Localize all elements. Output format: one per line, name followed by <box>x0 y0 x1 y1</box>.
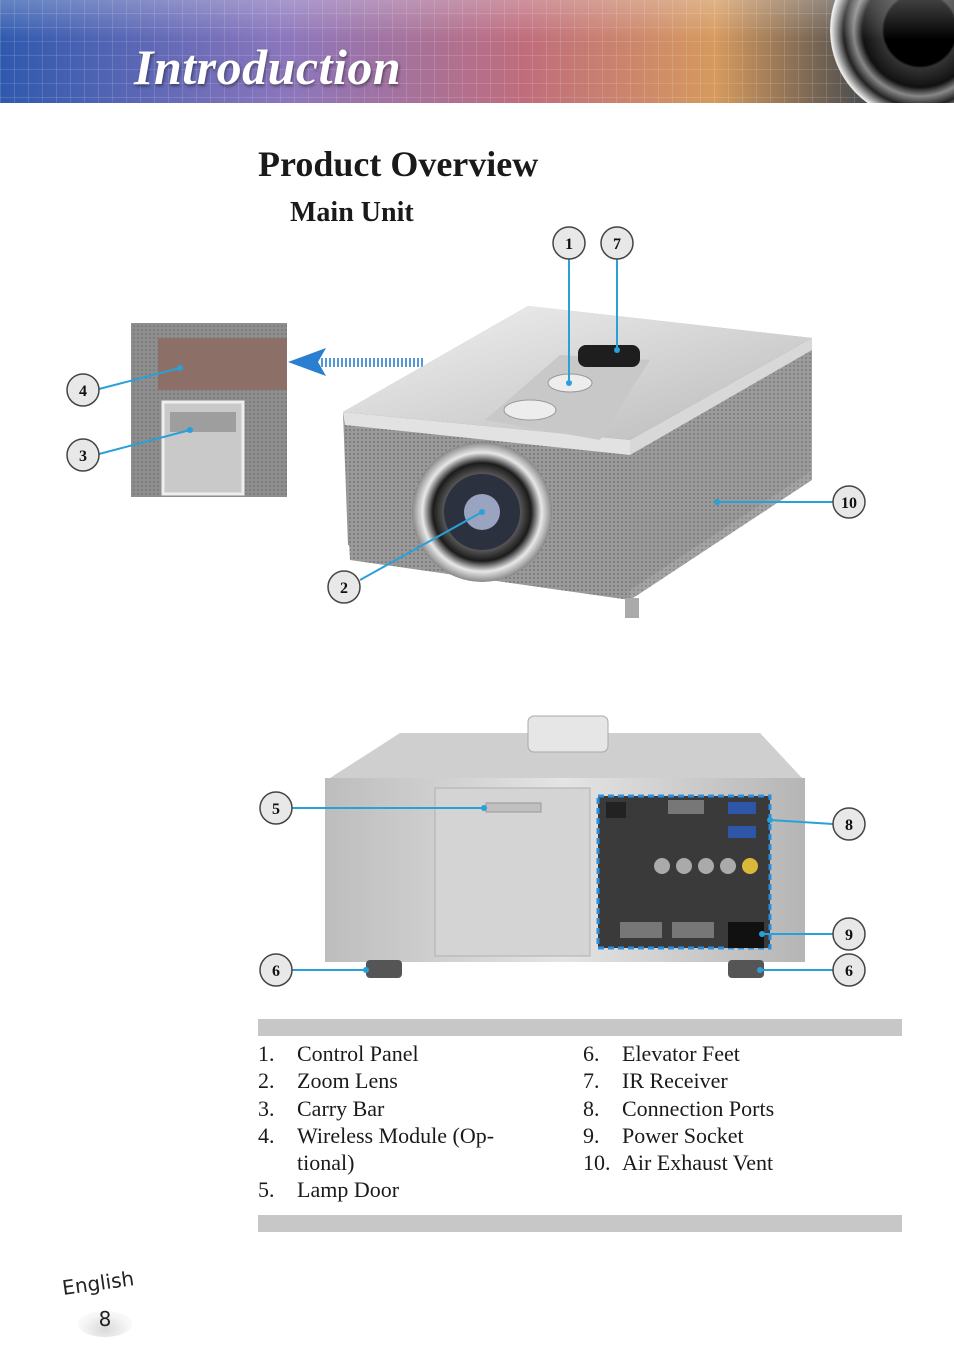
legend-item: 8.Connection Ports <box>583 1095 775 1121</box>
legend-top-bar <box>258 1019 902 1036</box>
projector-front <box>343 306 812 618</box>
callout-2: 2 <box>327 570 361 604</box>
callout-4: 4 <box>66 373 100 407</box>
svg-text:6: 6 <box>845 963 853 980</box>
callout-3: 3 <box>66 438 100 472</box>
svg-text:2: 2 <box>340 580 348 597</box>
svg-text:8: 8 <box>845 817 853 834</box>
legend-item: 2.Zoom Lens <box>258 1068 398 1094</box>
svg-text:1: 1 <box>565 236 573 253</box>
header-banner: Introduction <box>0 0 954 103</box>
svg-text:7: 7 <box>613 236 621 253</box>
svg-text:10: 10 <box>841 495 857 512</box>
legend-item: 6.Elevator Feet <box>583 1041 740 1066</box>
page-title: Introduction <box>134 39 402 95</box>
legend-item: 3.Carry Bar <box>258 1095 385 1121</box>
page-number-pill <box>78 1311 132 1337</box>
svg-text:3: 3 <box>79 448 87 465</box>
page-number-badge: 8 <box>74 1305 136 1339</box>
svg-text:5: 5 <box>272 801 280 818</box>
page-number: 8 <box>98 1307 112 1331</box>
legend-item: 10.Air Exhaust Vent <box>583 1150 774 1176</box>
zoom-arrow <box>288 348 423 376</box>
parts-legend: 1.Control Panel 2.Zoom Lens 3.Carry Bar … <box>258 1040 902 1210</box>
footer-language: English <box>60 1266 136 1300</box>
callout-dots <box>177 347 773 973</box>
legend-item: 7.IR Receiver <box>583 1068 728 1094</box>
legend-item: 4.Wireless Module (Op-tional) <box>258 1122 495 1176</box>
callout-6-left: 6 <box>259 953 293 987</box>
callout-6-right: 6 <box>832 953 866 987</box>
sub-title: Main Unit <box>290 197 414 228</box>
projector-rear <box>325 715 805 978</box>
svg-text:9: 9 <box>845 927 853 944</box>
legend-right-column: 6.Elevator Feet 7.IR Receiver 8.Connecti… <box>583 1040 893 1176</box>
svg-text:6: 6 <box>272 963 280 980</box>
callout-10: 10 <box>832 485 866 519</box>
callout-8: 8 <box>832 807 866 841</box>
section-title: Product Overview <box>258 144 539 184</box>
legend-bottom-bar <box>258 1215 902 1232</box>
legend-item: 9.Power Socket <box>583 1122 744 1148</box>
svg-text:4: 4 <box>79 383 87 400</box>
legend-left-column: 1.Control Panel 2.Zoom Lens 3.Carry Bar … <box>258 1040 548 1204</box>
callout-5: 5 <box>259 791 293 825</box>
legend-item: 1.Control Panel <box>258 1041 419 1066</box>
callout-7: 7 <box>600 226 634 260</box>
legend-item: 5.Lamp Door <box>258 1177 400 1203</box>
callout-lines <box>98 258 834 971</box>
inset-closeup <box>131 323 287 497</box>
callout-1: 1 <box>552 226 586 260</box>
callout-9: 9 <box>832 917 866 951</box>
product-figure: 1 7 4 3 10 2 5 8 9 6 6 <box>66 226 866 987</box>
